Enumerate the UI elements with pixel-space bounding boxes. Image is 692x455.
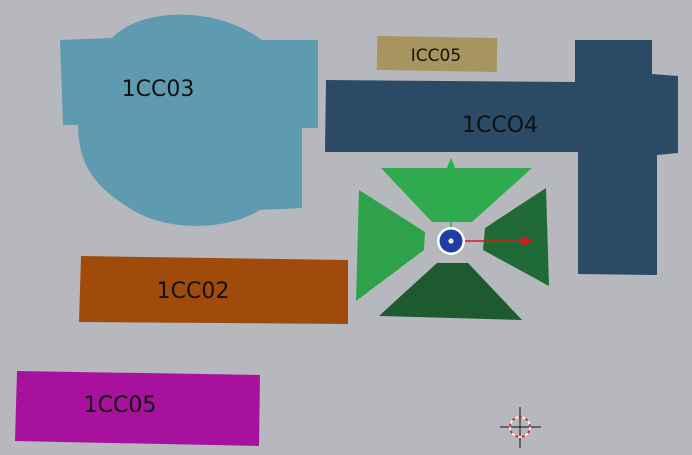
object-1cc05-label: 1CC05 — [84, 393, 157, 418]
object-1cc03[interactable]: 1CC03 — [60, 14, 318, 226]
object-1cc02[interactable]: 1CC02 — [79, 256, 348, 324]
gizmo-center-dot — [447, 237, 455, 245]
quad-bottom[interactable] — [379, 263, 522, 320]
quad-left[interactable] — [356, 190, 425, 301]
quad-top[interactable] — [381, 168, 532, 222]
object-1cc02-label: 1CC02 — [157, 279, 230, 304]
object-1cco4[interactable]: 1CCO4 — [325, 40, 678, 275]
object-icc05-top-label: ICC05 — [411, 46, 461, 66]
object-icc05-top[interactable]: ICC05 — [376, 35, 498, 73]
3d-cursor-icon[interactable] — [500, 407, 541, 448]
transform-gizmo[interactable] — [437, 158, 534, 255]
object-1cc05[interactable]: 1CC05 — [15, 371, 260, 446]
quad-right[interactable] — [483, 188, 549, 286]
object-1cc03-shape[interactable] — [60, 14, 318, 226]
object-1cco4-shape[interactable] — [325, 40, 678, 275]
selected-object-cluster[interactable] — [356, 168, 549, 320]
object-1cc03-label: 1CC03 — [122, 77, 195, 102]
object-1cco4-label: 1CCO4 — [462, 113, 538, 138]
object-1cc05-shape[interactable] — [15, 371, 260, 446]
cursor-ring-red — [509, 416, 531, 438]
gizmo-y-arrow-icon[interactable] — [446, 158, 456, 170]
object-1cc02-shape[interactable] — [79, 256, 348, 324]
object-icc05-top-shape[interactable] — [376, 35, 498, 73]
gizmo-x-arrow-icon[interactable] — [522, 236, 534, 246]
